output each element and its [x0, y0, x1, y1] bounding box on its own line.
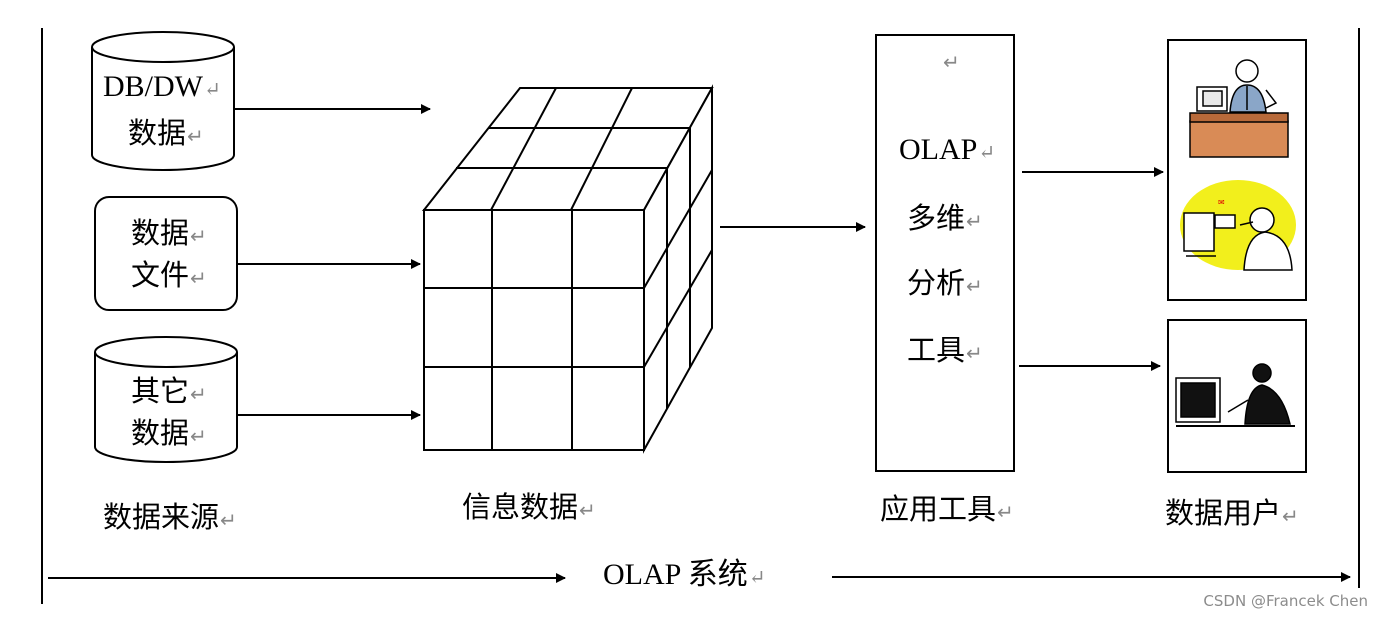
tool-caption: 应用工具↵ — [880, 492, 1014, 526]
data-file-box — [94, 196, 238, 311]
tool-label-line3: 分析↵ — [907, 266, 983, 300]
watermark: CSDN @Francek Chen — [1203, 592, 1368, 610]
users-caption: 数据用户↵ — [1165, 496, 1299, 530]
person-phone-computer-icon: ✉ — [1180, 180, 1296, 271]
db-dw-cylinder — [91, 31, 235, 171]
tool-label-line1: OLAP↵ — [899, 133, 996, 166]
olap-system-label: OLAP 系统↵ — [603, 558, 766, 591]
file-label-line2: 文件↵ — [131, 258, 207, 292]
db-dw-label-line1: DB/DW↵ — [103, 70, 221, 103]
other-label-line2: 数据↵ — [131, 416, 207, 450]
olap-tool-box — [875, 34, 1015, 472]
other-label-line1: 其它↵ — [131, 374, 207, 408]
sources-caption: 数据来源↵ — [103, 500, 237, 534]
info-data-caption: 信息数据↵ — [462, 490, 596, 524]
other-data-cylinder — [94, 336, 238, 463]
data-cube — [421, 84, 714, 454]
person-at-workstation-icon — [1175, 363, 1295, 427]
file-label-line1: 数据↵ — [131, 216, 207, 250]
person-at-desk-icon — [1189, 59, 1289, 158]
tool-label-line4: 工具↵ — [907, 333, 983, 367]
db-dw-label-line2: 数据↵ — [128, 116, 204, 150]
tool-top-return-mark: ↵ — [943, 50, 960, 74]
cube-front-face — [423, 209, 645, 451]
tool-label-line2: 多维↵ — [907, 201, 983, 235]
svg-text:✉: ✉ — [1218, 198, 1225, 207]
